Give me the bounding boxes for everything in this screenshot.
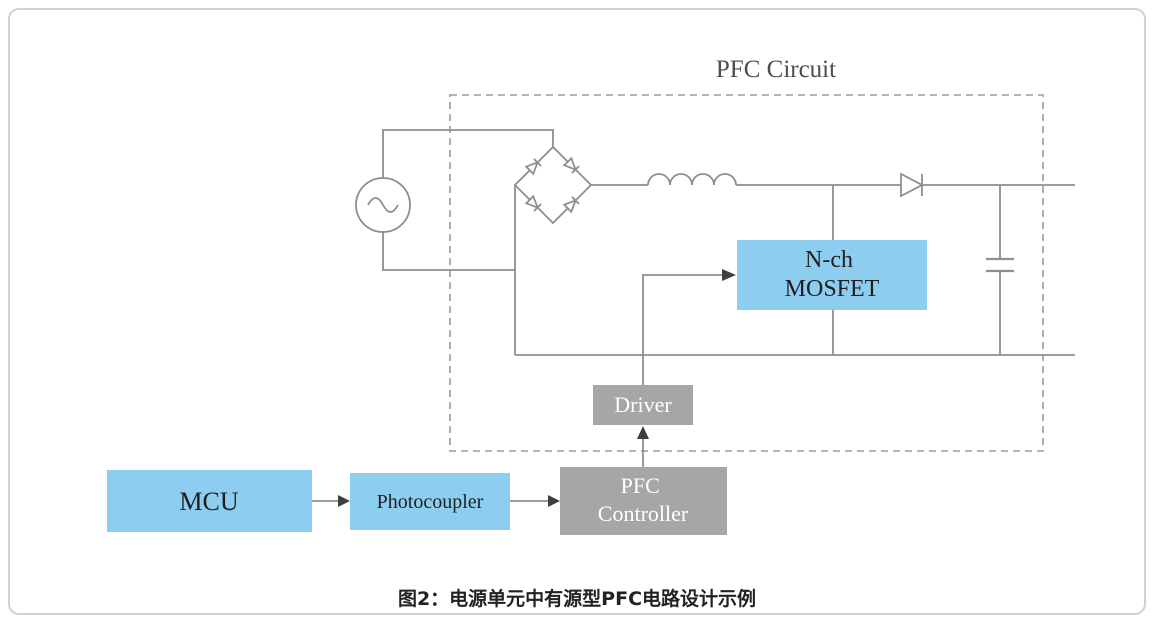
diode-icon	[900, 172, 924, 198]
bridge-diode	[562, 196, 580, 214]
figure-caption: 图2：电源单元中有源型PFC电路设计示例	[398, 587, 756, 610]
circuit	[312, 129, 1075, 502]
pfc-circuit-boundary	[449, 94, 1044, 452]
wire	[382, 232, 515, 271]
sine-wave	[367, 197, 399, 213]
driver-block	[593, 385, 693, 425]
pfc-controller-label-line2: Controller	[598, 501, 689, 526]
mosfet-label-line1: N-ch	[805, 247, 853, 273]
gate-arrowhead-icon	[722, 269, 736, 281]
pfc-controller-label-line1: PFC	[621, 473, 660, 498]
mcu-block	[107, 470, 312, 532]
photocoupler-to-controller-arrowhead-icon	[548, 495, 560, 507]
pfc-controller-label: PFC Controller	[598, 473, 689, 526]
bridge-rectifier-icon	[513, 145, 593, 225]
ac-source-icon	[355, 177, 411, 233]
mosfet-label: N-ch MOSFET	[785, 247, 880, 302]
mcu-label: MCU	[179, 487, 238, 516]
arrows	[338, 269, 736, 507]
bridge-diode	[524, 158, 542, 176]
wire	[382, 129, 554, 178]
driver-label: Driver	[614, 392, 672, 417]
mosfet-block	[737, 240, 927, 310]
blocks: N-ch MOSFET Driver PFC Controller Photoc…	[107, 240, 927, 535]
gate-wire	[642, 274, 722, 385]
bridge-diode	[562, 156, 580, 174]
photocoupler-block	[350, 473, 510, 530]
mosfet-label-line2: MOSFET	[785, 276, 880, 302]
frame-border	[8, 8, 1146, 615]
pfc-controller-block	[560, 467, 727, 535]
bridge-diode	[524, 194, 542, 212]
inductor-icon	[647, 173, 737, 186]
controller-to-driver-arrowhead-icon	[637, 426, 649, 439]
pfc-circuit-label: PFC Circuit	[716, 56, 836, 83]
photocoupler-label: Photocoupler	[377, 491, 484, 513]
mcu-to-photocoupler-arrowhead-icon	[338, 495, 350, 507]
capacitor-icon	[986, 257, 1014, 273]
